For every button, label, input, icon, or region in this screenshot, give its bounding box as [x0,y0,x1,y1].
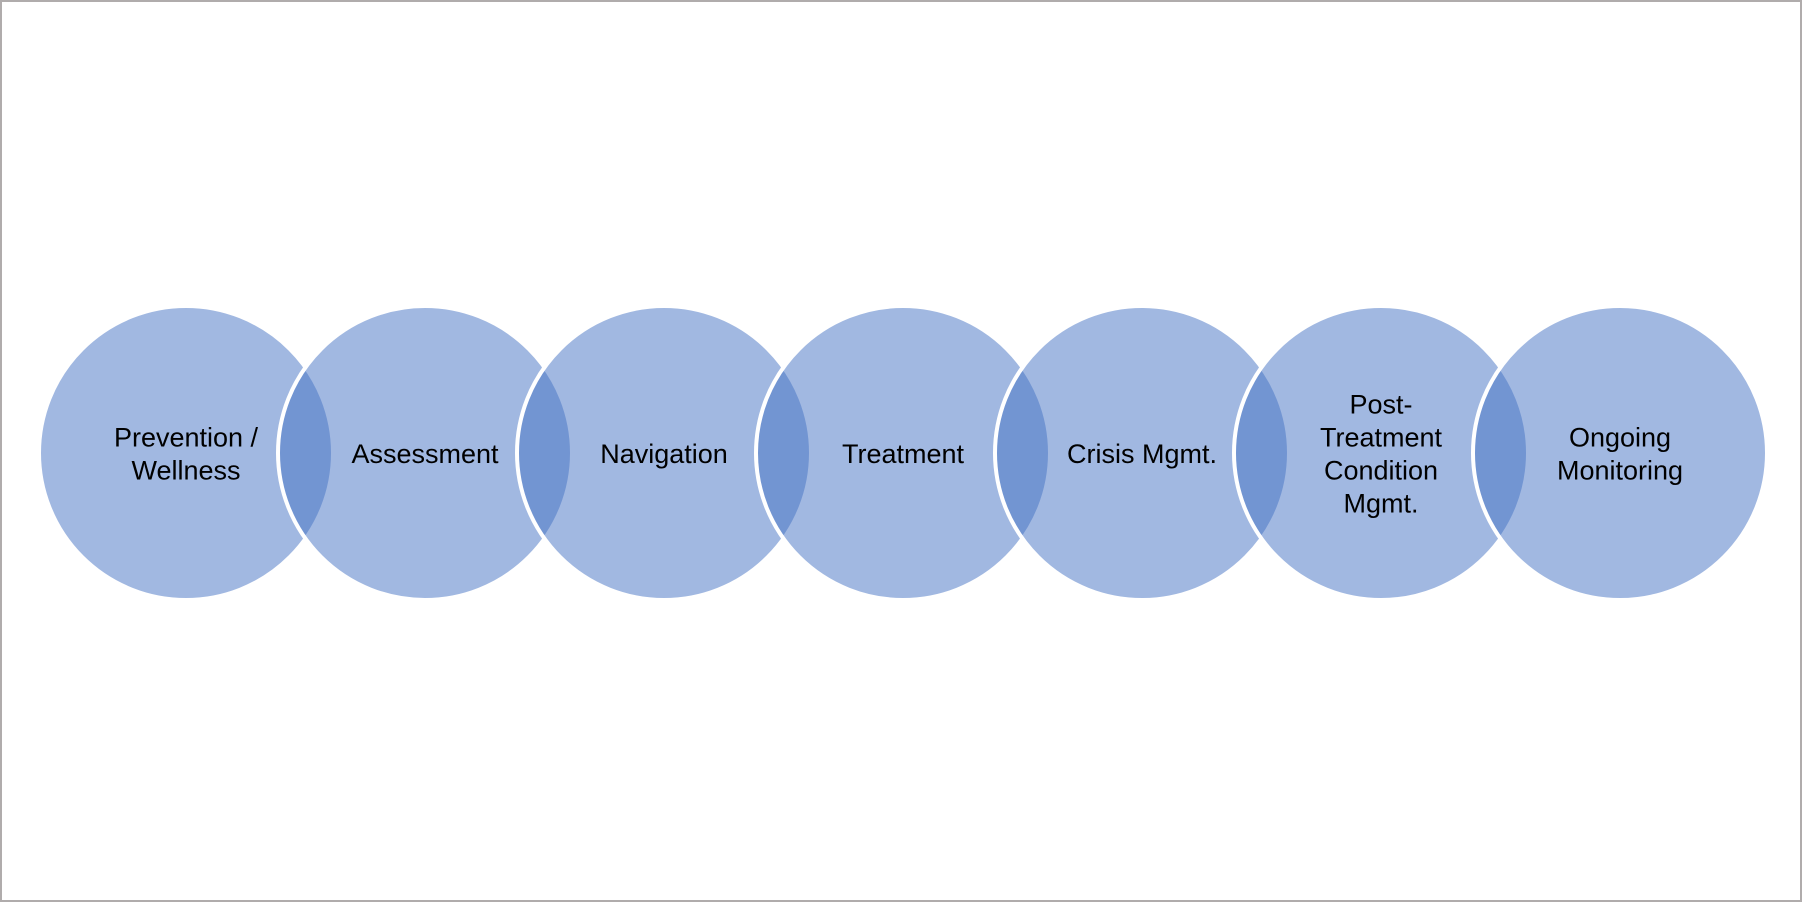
step-label-line: Ongoing [1569,423,1671,453]
labels-group: Prevention /Wellness Assessment Navigation… [114,390,1683,519]
step-label-line: Post- [1349,390,1412,420]
step-label-line: Mgmt. [1343,489,1418,519]
step-circle [1471,304,1769,602]
step-label-line: Monitoring [1557,456,1683,486]
circles-group [37,304,1769,602]
step-label-line: Navigation [600,439,728,469]
step-label-line: Treatment [1320,423,1443,453]
step-label-line: Condition [1324,456,1438,486]
step-label-line: Prevention / [114,423,259,453]
step-label-line: Wellness [131,456,240,486]
step-label-line: Crisis Mgmt. [1067,439,1217,469]
step-label: Assessment [351,439,499,469]
step-label: Treatment [842,439,965,469]
step-label: Crisis Mgmt. [1067,439,1217,469]
step-label: Navigation [600,439,728,469]
step-label-line: Assessment [351,439,499,469]
step-label-line: Treatment [842,439,965,469]
step-label: Prevention /Wellness [114,423,259,486]
